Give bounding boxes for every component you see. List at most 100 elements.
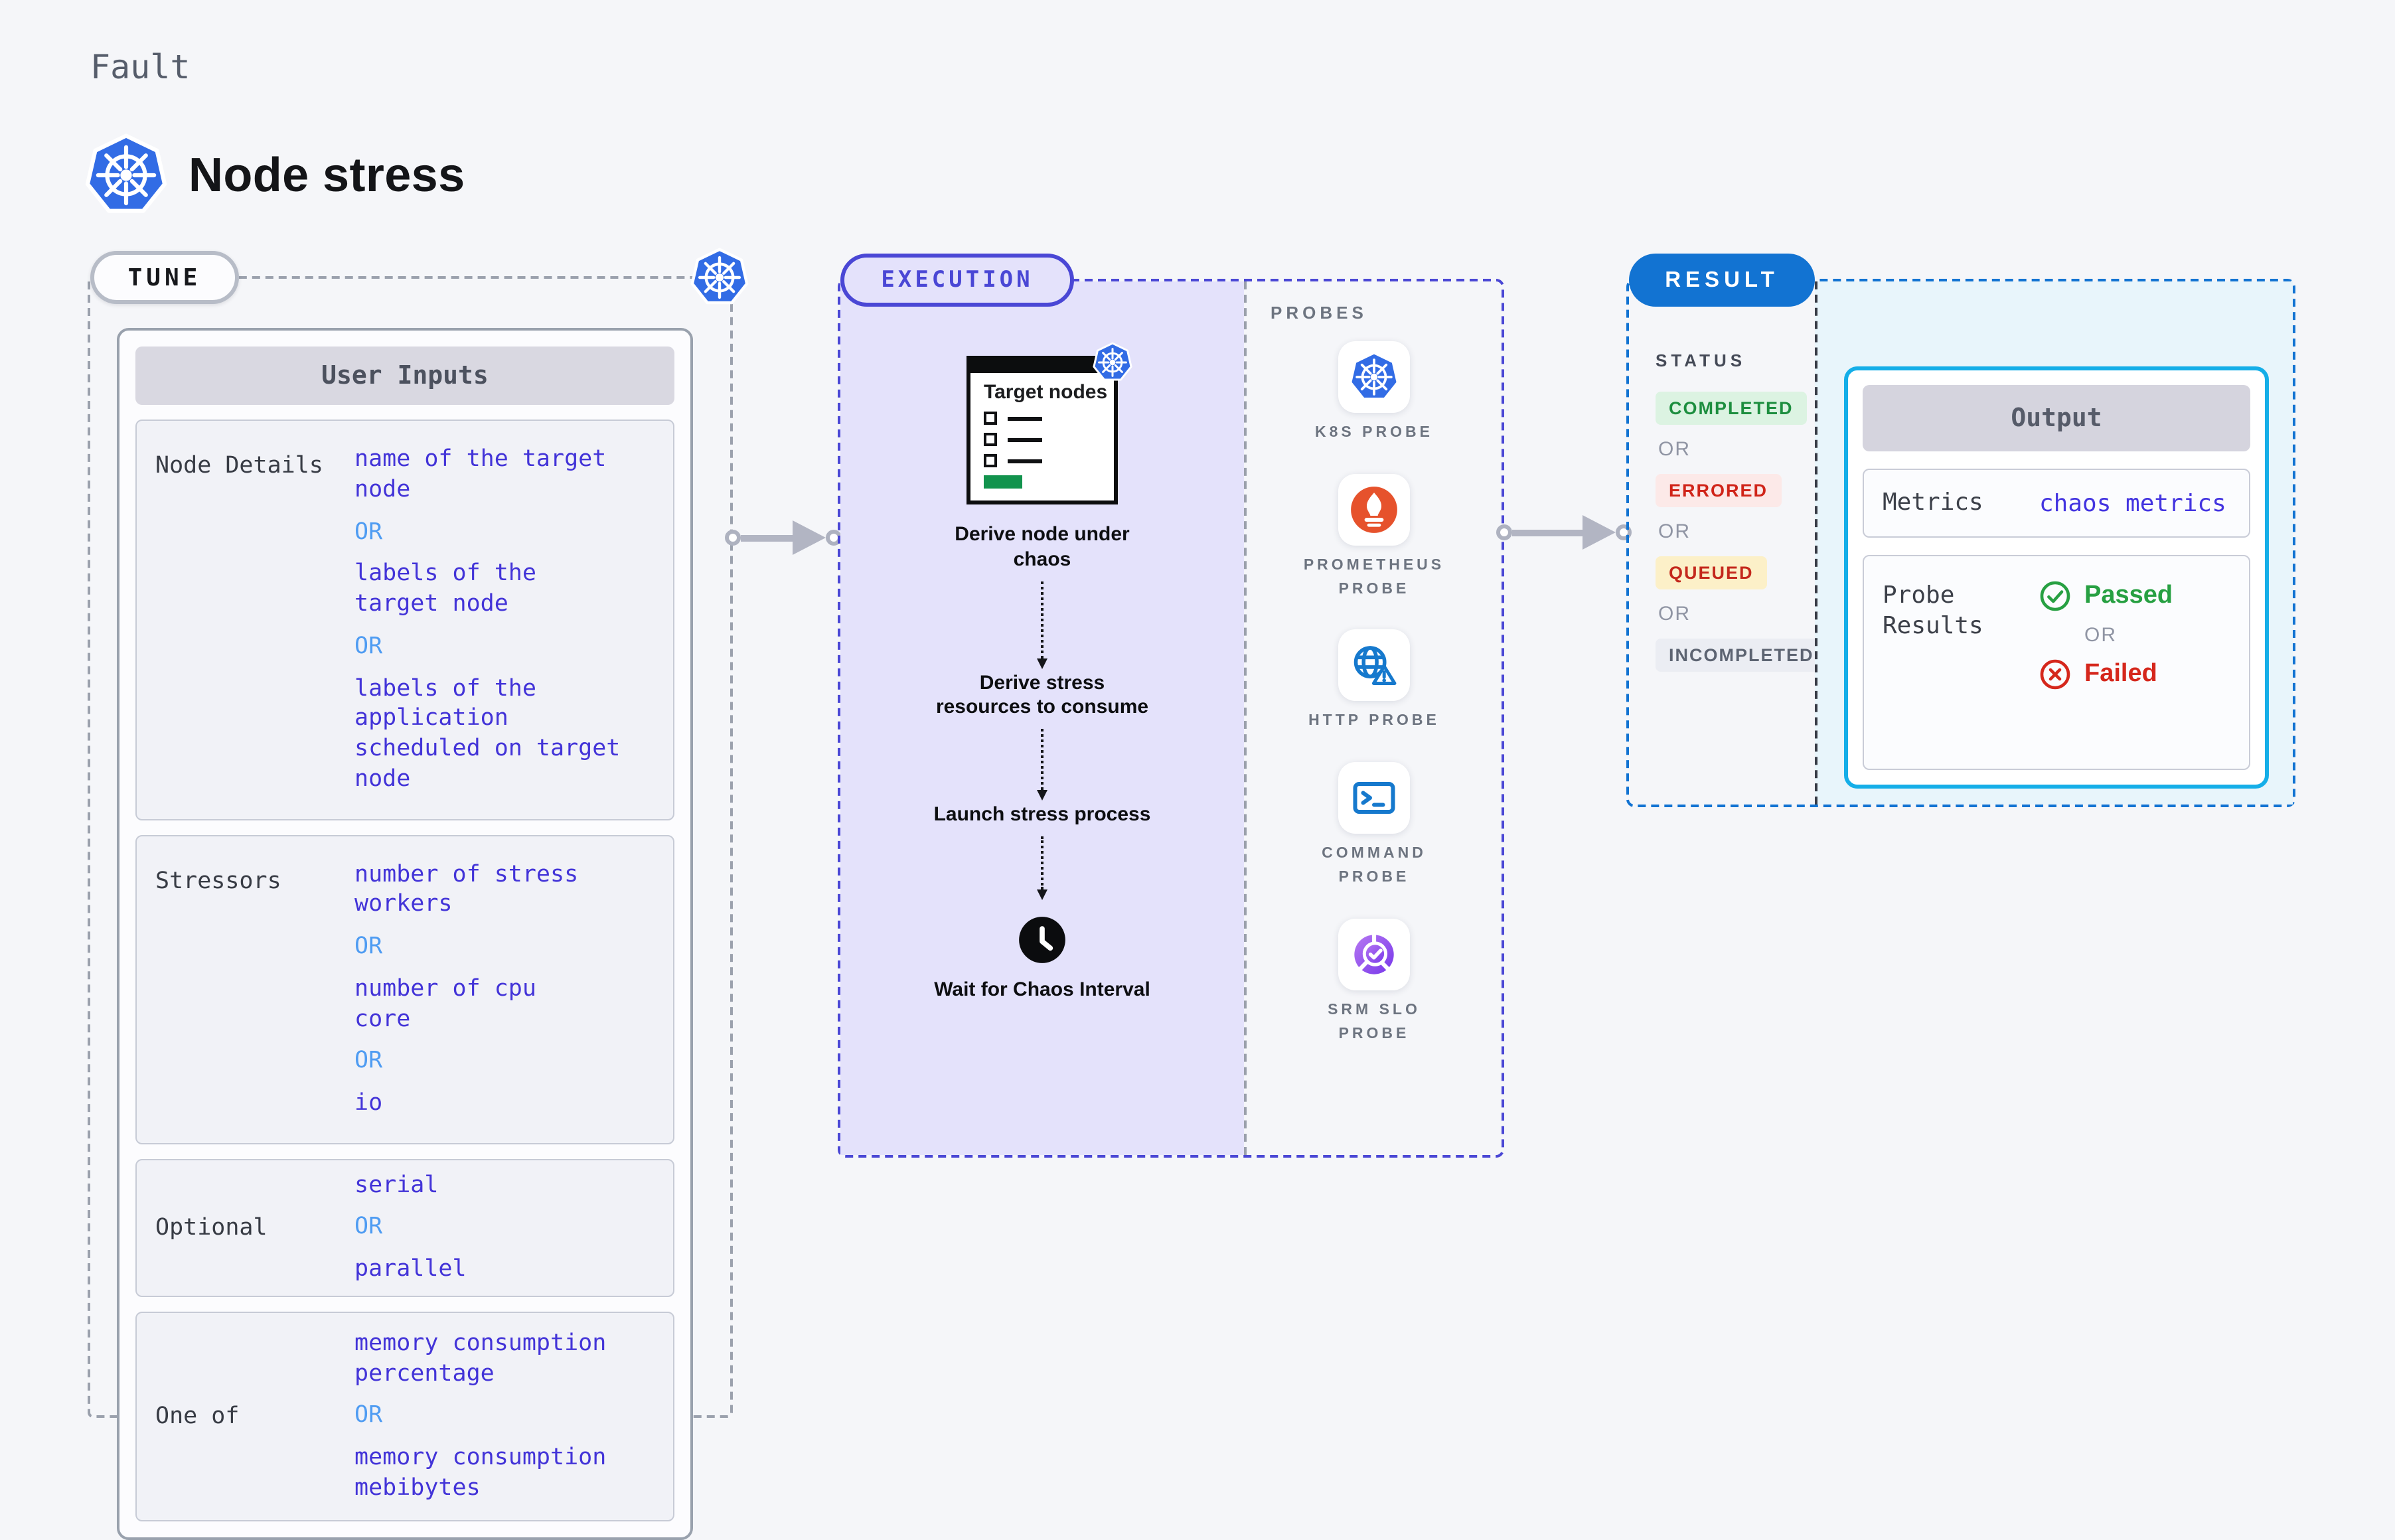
probe-item-command: COMMAND PROBE [1292, 762, 1456, 891]
status-title: STATUS [1656, 350, 1746, 370]
check-circle-icon [2040, 581, 2070, 611]
output-header: Output [1863, 385, 2250, 451]
probe-result-failed: Failed [2039, 658, 2173, 690]
passed-label: Passed [2084, 581, 2173, 609]
probe-results-label: Probe Results [1883, 581, 1983, 641]
execution-badge: EXECUTION [840, 254, 1074, 307]
fault-eyebrow: Fault [90, 48, 191, 86]
user-inputs-header: User Inputs [135, 346, 674, 405]
globe-alert-icon [1353, 647, 1397, 686]
user-inputs-table: User Inputs Node Details name of the tar… [117, 328, 693, 1540]
status-column: STATUS COMPLETED OR ERRORED OR QUEUED OR… [1629, 281, 1827, 805]
probes-panel: PROBES K8S PROBE [1244, 281, 1502, 1155]
option-value: labels of the application scheduled on t… [354, 675, 621, 793]
status-badge-completed: COMPLETED [1656, 392, 1807, 425]
probes-title: PROBES [1271, 303, 1367, 323]
tune-section: TUNE User Inputs Node Details name of th… [88, 276, 733, 1540]
prometheus-icon [1351, 486, 1397, 533]
option-value: memory consumption mebibytes [354, 1444, 607, 1502]
table-row-one-of: One of memory consumption percentage OR … [135, 1311, 674, 1521]
or-separator: OR [354, 633, 383, 660]
kubernetes-icon [690, 247, 749, 308]
option-value: io [354, 1090, 383, 1116]
or-separator: OR [354, 933, 383, 960]
flow-arrow [725, 519, 842, 556]
or-separator: OR [354, 1402, 383, 1429]
probe-label: K8S PROBE [1315, 425, 1433, 441]
slo-pie-check-icon [1354, 933, 1394, 974]
metrics-value: chaos metrics [2039, 489, 2226, 517]
flow-step: Derive node under chaos [955, 523, 1130, 571]
checkbox-icon [984, 433, 997, 447]
table-row-optional: Optional serial OR parallel [135, 1158, 674, 1297]
terminal-icon [1353, 782, 1395, 814]
arrowhead-icon [1583, 515, 1616, 550]
status-badge-incompleted: INCOMPLETED [1656, 639, 1827, 672]
status-badge-errored: ERRORED [1656, 474, 1782, 507]
connector-ring-icon [725, 530, 741, 546]
option-value: memory consumption percentage [354, 1330, 607, 1387]
dotted-arrow-icon [1037, 836, 1047, 900]
or-separator: OR [1658, 603, 1691, 625]
connector-ring-icon [1496, 524, 1512, 540]
execution-probes-section: EXECUTION Target nodes Derive node under… [838, 254, 1504, 1158]
probe-label: PROMETHEUS PROBE [1303, 557, 1445, 597]
dotted-arrow-icon [1037, 729, 1047, 801]
probe-item-k8s: K8S PROBE [1292, 341, 1456, 446]
or-separator: OR [2084, 624, 2117, 647]
page-title: Node stress [189, 147, 465, 202]
probe-label: SRM SLO PROBE [1328, 1002, 1421, 1042]
progress-bar [984, 475, 1022, 489]
dotted-arrow-icon [1037, 581, 1047, 668]
or-separator: OR [354, 1213, 383, 1241]
probe-label: COMMAND PROBE [1322, 846, 1427, 886]
option-value: parallel [354, 1256, 467, 1283]
result-badge: RESULT [1629, 254, 1815, 307]
flow-arrow [1496, 514, 1632, 551]
row-label: Optional [155, 1214, 268, 1241]
option-value: number of stress workers [354, 861, 579, 918]
probe-results-row: Probe Results Passed OR [1863, 555, 2250, 770]
or-separator: OR [354, 518, 383, 545]
target-card-title: Target nodes [984, 381, 1108, 404]
target-nodes-card: Target nodes [966, 342, 1132, 504]
checklist-item [984, 412, 1114, 425]
probe-item-prometheus: PROMETHEUS PROBE [1292, 473, 1456, 602]
flow-step: Derive stress resources to consume [935, 671, 1149, 719]
probe-result-passed: Passed [2039, 580, 2173, 612]
row-label: Node Details [155, 453, 323, 479]
probe-label: HTTP PROBE [1308, 713, 1440, 730]
checkbox-icon [984, 454, 997, 468]
output-panel: Output Metrics chaos metrics Probe Resul… [1815, 281, 2293, 805]
execution-flow: Target nodes Derive node under chaos Der… [840, 281, 1244, 1155]
failed-label: Failed [2084, 660, 2157, 688]
table-row-node-details: Node Details name of the target node OR … [135, 420, 674, 820]
metrics-row: Metrics chaos metrics [1863, 469, 2250, 538]
row-label: One of [155, 1403, 240, 1430]
checklist-item [984, 433, 1114, 447]
option-value: serial [354, 1172, 439, 1199]
or-separator: OR [1658, 520, 1691, 543]
flow-step: Wait for Chaos Interval [934, 978, 1150, 1001]
tune-badge: TUNE [90, 251, 239, 304]
output-card: Output Metrics chaos metrics Probe Resul… [1844, 366, 2269, 789]
status-badge-queued: QUEUED [1656, 556, 1767, 589]
option-value: name of the target node [354, 446, 607, 503]
checkbox-icon [984, 412, 997, 425]
kubernetes-logo-icon [85, 133, 167, 218]
option-value: labels of the target node [354, 560, 536, 618]
kubernetes-icon [1093, 342, 1132, 381]
page-header: Node stress [85, 133, 465, 218]
diagram-canvas: Fault Node stress TUNE User Inputs Node … [0, 48, 2295, 1540]
option-value: number of cpu core [354, 975, 536, 1033]
probe-item-http: HTTP PROBE [1292, 629, 1456, 735]
probe-item-srm-slo: SRM SLO PROBE [1292, 918, 1456, 1047]
kubernetes-icon [1349, 352, 1399, 400]
or-separator: OR [354, 1047, 383, 1075]
or-separator: OR [1658, 438, 1691, 461]
connector-ring-icon [1616, 524, 1632, 540]
result-section: RESULT STATUS COMPLETED OR ERRORED OR QU… [1626, 254, 2295, 807]
table-row-stressors: Stressors number of stress workers OR nu… [135, 834, 674, 1144]
clock-icon [1018, 916, 1066, 970]
arrowhead-icon [793, 520, 826, 555]
